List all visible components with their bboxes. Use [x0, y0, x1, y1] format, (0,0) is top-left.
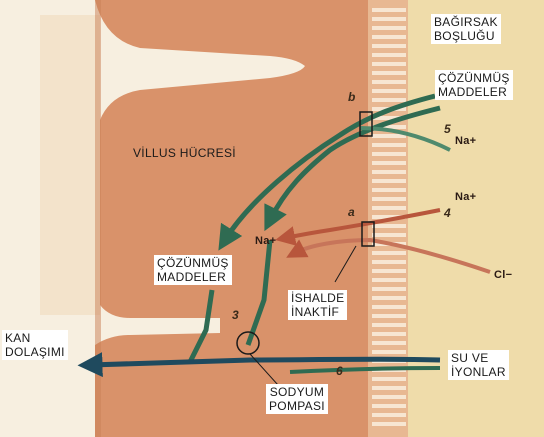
blood-label: KAN DOLAŞIMI: [2, 330, 68, 360]
cl-ion-label: Cl−: [494, 268, 512, 282]
na-ion-4-label: Na+: [455, 190, 476, 204]
diarrhea-inactive-label: İSHALDE İNAKTİF: [288, 290, 347, 320]
microvillus: [372, 323, 406, 327]
microvillus: [372, 332, 406, 336]
lumen-label-line2: BOŞLUĞU: [434, 29, 498, 43]
lumen-label-line1: BAĞIRSAK: [434, 15, 498, 29]
microvillus: [372, 197, 406, 201]
microvillus: [372, 71, 406, 75]
microvillus: [372, 350, 406, 354]
microvillus: [372, 260, 406, 264]
microvillus: [372, 413, 406, 417]
microvillus: [372, 251, 406, 255]
marker-6: 6: [336, 364, 343, 378]
microvillus: [372, 224, 406, 228]
water-ions-line1: SU VE: [451, 351, 506, 365]
water-ions-line2: İYONLAR: [451, 365, 506, 379]
microvillus: [372, 188, 406, 192]
microvillus: [372, 89, 406, 93]
microvillus: [372, 35, 406, 39]
marker-a: a: [348, 205, 355, 219]
solutes-top-line2: MADDELER: [438, 85, 510, 99]
microvillus: [372, 233, 406, 237]
microvillus: [372, 8, 406, 12]
diarrhea-inactive-line1: İSHALDE: [291, 291, 344, 305]
microvillus: [372, 404, 406, 408]
microvillus: [372, 314, 406, 318]
sodium-pump-line2: POMPASI: [269, 399, 325, 413]
marker-5: 5: [444, 122, 451, 136]
microvillus: [372, 395, 406, 399]
microvillus: [372, 422, 406, 426]
na-ion-a-label: Na+: [255, 234, 276, 248]
microvillus: [372, 161, 406, 165]
microvillus: [372, 179, 406, 183]
microvillus: [372, 305, 406, 309]
microvillus: [372, 53, 406, 57]
solutes-top-line1: ÇÖZÜNMÜŞ: [438, 71, 510, 85]
microvillus: [372, 287, 406, 291]
microvillus: [372, 134, 406, 138]
microvillus: [372, 269, 406, 273]
microvillus: [372, 278, 406, 282]
microvillus: [372, 170, 406, 174]
microvillus: [372, 206, 406, 210]
marker-4: 4: [444, 206, 451, 220]
interstitial-space: [40, 15, 100, 315]
solutes-mid-line2: MADDELER: [157, 270, 229, 284]
microvillus: [372, 17, 406, 21]
solutes-mid-label: ÇÖZÜNMÜŞ MADDELER: [154, 255, 232, 285]
marker-3: 3: [232, 308, 239, 322]
microvillus: [372, 62, 406, 66]
blood-label-line2: DOLAŞIMI: [5, 345, 65, 359]
microvillus: [372, 98, 406, 102]
cell-edge: [95, 0, 101, 437]
microvillus: [372, 152, 406, 156]
blood-label-line1: KAN: [5, 331, 65, 345]
sodium-pump-label: SODYUM POMPASI: [266, 384, 328, 414]
solutes-mid-line1: ÇÖZÜNMÜŞ: [157, 256, 229, 270]
sodium-pump-line1: SODYUM: [269, 385, 325, 399]
lumen-label: BAĞIRSAK BOŞLUĞU: [431, 14, 501, 44]
villus-cell-label: VİLLUS HÜCRESİ: [133, 146, 236, 160]
water-ions-label: SU VE İYONLAR: [448, 350, 509, 380]
na-ion-5-label: Na+: [455, 134, 476, 148]
solutes-top-label: ÇÖZÜNMÜŞ MADDELER: [435, 70, 513, 100]
diarrhea-inactive-line2: İNAKTİF: [291, 305, 344, 319]
microvillus: [372, 26, 406, 30]
microvillus: [372, 341, 406, 345]
microvillus: [372, 143, 406, 147]
microvillus: [372, 377, 406, 381]
microvillus: [372, 296, 406, 300]
microvillus: [372, 386, 406, 390]
marker-b: b: [348, 90, 356, 104]
microvillus: [372, 80, 406, 84]
microvillus: [372, 44, 406, 48]
